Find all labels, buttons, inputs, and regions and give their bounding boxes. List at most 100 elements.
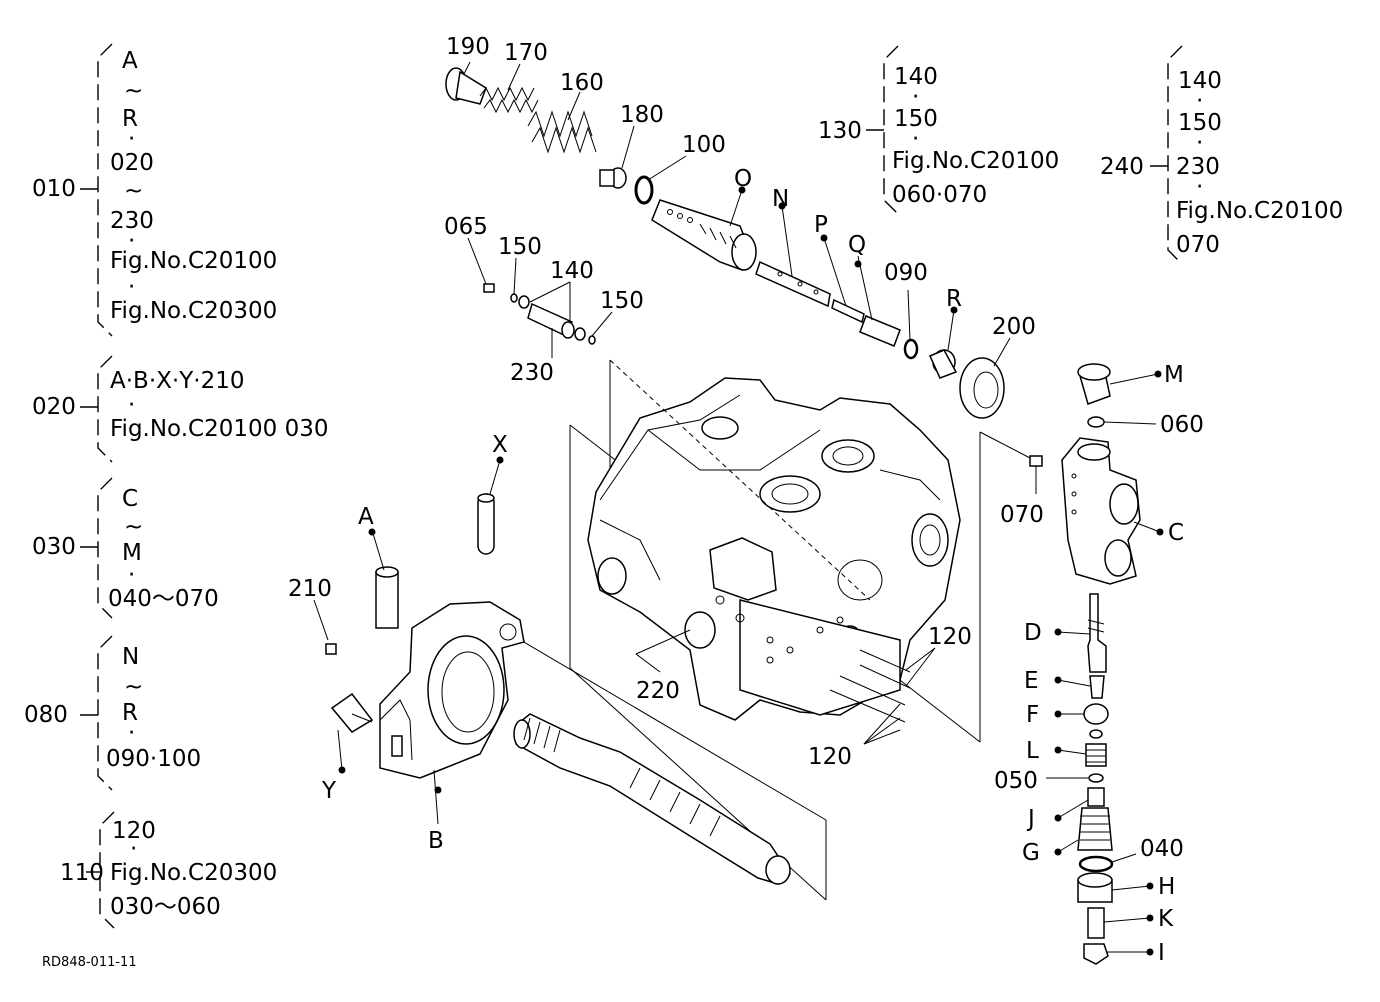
group-010-line-2: ~ bbox=[124, 78, 143, 104]
group-080-line-5: 090·100 bbox=[106, 746, 201, 772]
group-id-240: 240 bbox=[1100, 154, 1144, 180]
group-id-020: 020 bbox=[32, 394, 76, 420]
group-130-line-2: · bbox=[912, 84, 919, 110]
group-130-line-6: 060·070 bbox=[892, 182, 987, 208]
group-130-line-4: · bbox=[912, 126, 919, 152]
pin-a bbox=[375, 566, 399, 629]
callout-b: B bbox=[428, 828, 444, 854]
group-010-line-7: 230 bbox=[110, 208, 154, 234]
callout-150-a: 150 bbox=[498, 234, 542, 260]
leader-lines bbox=[313, 61, 1161, 953]
control-spool-assembly bbox=[445, 67, 1005, 419]
group-240-line-4: · bbox=[1196, 130, 1203, 156]
group-240-line-6: · bbox=[1196, 174, 1203, 200]
plug-210 bbox=[325, 643, 337, 655]
group-240-line-8: 070 bbox=[1176, 232, 1220, 258]
group-010-line-4: · bbox=[128, 126, 135, 152]
group-030-line-2: ~ bbox=[124, 514, 143, 540]
callout-k: K bbox=[1158, 906, 1174, 932]
callout-150-b: 150 bbox=[600, 288, 644, 314]
key-y bbox=[330, 692, 374, 733]
callout-o: O bbox=[734, 166, 752, 192]
callout-d: D bbox=[1024, 620, 1042, 646]
group-010-line-11: Fig.No.C20300 bbox=[110, 298, 277, 324]
group-id-110: 110 bbox=[60, 860, 104, 886]
group-bracket-110: 110 120 · Fig.No.C20300 030～060 bbox=[60, 811, 277, 929]
callout-x: X bbox=[492, 432, 508, 458]
callout-120-b: 120 bbox=[808, 744, 852, 770]
callout-g: G bbox=[1022, 840, 1040, 866]
group-010-line-6: ~ bbox=[124, 178, 143, 204]
callout-f: F bbox=[1026, 702, 1039, 728]
callout-n: N bbox=[772, 186, 789, 212]
group-bracket-030: 030 C ~ M · 040～070 bbox=[32, 477, 219, 619]
pin-x bbox=[477, 493, 495, 555]
callout-170: 170 bbox=[504, 40, 548, 66]
callout-q: Q bbox=[848, 232, 866, 258]
group-110-line-4: 030～060 bbox=[110, 894, 221, 920]
group-010-line-10: · bbox=[128, 274, 135, 300]
group-020-line-3: Fig.No.C20100 030 bbox=[110, 416, 328, 442]
callout-h: H bbox=[1158, 874, 1175, 900]
callout-dots bbox=[338, 186, 1164, 956]
group-bracket-130: 130 140 · 150 · Fig.No.C20100 060·070 bbox=[818, 45, 1059, 215]
callout-070: 070 bbox=[1000, 502, 1044, 528]
callout-190: 190 bbox=[446, 34, 490, 60]
callout-200: 200 bbox=[992, 314, 1036, 340]
group-240-line-7: Fig.No.C20100 bbox=[1176, 198, 1343, 224]
group-bracket-010: 010 A ~ R · 020 ~ 230 · Fig.No.C20100 · … bbox=[32, 43, 277, 337]
callout-050: 050 bbox=[994, 768, 1038, 794]
group-240-line-1: 140 bbox=[1178, 68, 1222, 94]
group-010-line-5: 020 bbox=[110, 150, 154, 176]
group-030-line-1: C bbox=[122, 486, 138, 512]
callout-i: I bbox=[1158, 940, 1165, 966]
callout-j: J bbox=[1026, 806, 1035, 832]
group-080-line-4: · bbox=[128, 720, 135, 746]
group-bracket-080: 080 N ~ R · 090·100 bbox=[24, 635, 201, 791]
group-080-line-1: N bbox=[122, 644, 139, 670]
group-id-030: 030 bbox=[32, 534, 76, 560]
callout-l: L bbox=[1026, 738, 1039, 764]
cover-b bbox=[379, 601, 525, 779]
group-080-line-2: ~ bbox=[124, 674, 143, 700]
drawing-code: RD848-011-11 bbox=[42, 955, 137, 970]
group-240-line-2: · bbox=[1196, 88, 1203, 114]
group-bracket-240: 240 140 · 150 · 230 · Fig.No.C20100 070 bbox=[1100, 45, 1343, 265]
group-id-080: 080 bbox=[24, 702, 68, 728]
callout-065: 065 bbox=[444, 214, 488, 240]
callout-220: 220 bbox=[636, 678, 680, 704]
callout-140: 140 bbox=[550, 258, 594, 284]
callout-r: R bbox=[946, 286, 962, 312]
callout-120-a: 120 bbox=[928, 624, 972, 650]
group-030-line-4: · bbox=[128, 562, 135, 588]
pin-assembly-230 bbox=[483, 283, 596, 345]
pump-housing bbox=[587, 377, 961, 721]
group-080-line-3: R bbox=[122, 700, 138, 726]
callout-100: 100 bbox=[682, 132, 726, 158]
drive-shaft bbox=[513, 713, 791, 885]
callout-160: 160 bbox=[560, 70, 604, 96]
group-130-line-1: 140 bbox=[894, 64, 938, 90]
group-010-line-9: Fig.No.C20100 bbox=[110, 248, 277, 274]
group-110-line-1: 120 bbox=[112, 818, 156, 844]
group-110-line-3: Fig.No.C20300 bbox=[110, 860, 277, 886]
group-020-line-2: · bbox=[128, 392, 135, 418]
group-bracket-020: 020 A·B·X·Y·210 · Fig.No.C20100 030 bbox=[32, 355, 328, 463]
callout-c: C bbox=[1168, 520, 1184, 546]
callout-230: 230 bbox=[510, 360, 554, 386]
callout-a: A bbox=[358, 504, 374, 530]
regulator-stack bbox=[1029, 363, 1141, 965]
group-010-line-1: A bbox=[122, 48, 138, 74]
group-240-line-5: 230 bbox=[1176, 154, 1220, 180]
group-030-line-3: M bbox=[122, 540, 142, 566]
callout-p: P bbox=[814, 212, 828, 238]
group-130-line-3: 150 bbox=[894, 106, 938, 132]
callout-180: 180 bbox=[620, 102, 664, 128]
callout-m: M bbox=[1164, 362, 1184, 388]
group-240-line-3: 150 bbox=[1178, 110, 1222, 136]
callout-y: Y bbox=[321, 778, 337, 804]
group-id-130: 130 bbox=[818, 118, 862, 144]
group-030-line-5: 040～070 bbox=[108, 586, 219, 612]
group-020-line-1: A·B·X·Y·210 bbox=[110, 368, 244, 394]
